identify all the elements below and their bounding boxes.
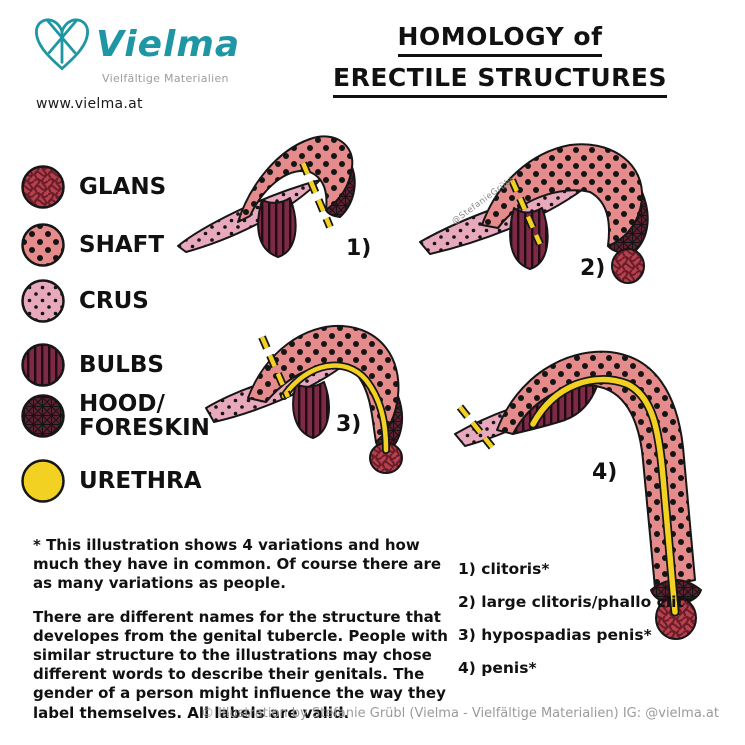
legend-item-hood-foreskin: HOOD/ FORESKIN xyxy=(20,392,210,440)
notes-block: * This illustration shows 4 variations a… xyxy=(33,536,451,737)
hood-foreskin-swatch-icon xyxy=(21,394,65,438)
crus-swatch-icon xyxy=(21,279,65,323)
brand-url: www.vielma.at xyxy=(36,96,143,112)
bulbs-swatch-icon xyxy=(21,343,65,387)
legend-item-bulbs: BULBS xyxy=(20,342,164,388)
glans-swatch-icon xyxy=(21,165,65,209)
variation-label-1: 1) clitoris* xyxy=(458,560,550,578)
legend-item-crus: CRUS xyxy=(20,278,149,324)
brand-block: Vielma Vielfältige Materialien www.vielm… xyxy=(30,8,260,118)
legend-label-crus: CRUS xyxy=(79,287,149,314)
figure-1-number: 1) xyxy=(346,236,372,261)
legend-item-urethra: URETHRA xyxy=(20,458,202,504)
legend-label-glans: GLANS xyxy=(79,173,167,200)
figure-2-number: 2) xyxy=(580,256,606,281)
vielma-heart-logo-icon xyxy=(34,18,90,71)
legend-item-glans: GLANS xyxy=(20,164,166,210)
notes-paragraph-1: * This illustration shows 4 variations a… xyxy=(33,536,442,593)
shaft-swatch-icon xyxy=(21,223,65,267)
variation-list: 1) clitoris* 2) large clitoris/phallo cl… xyxy=(458,560,728,692)
legend-label-urethra: URETHRA xyxy=(79,467,202,494)
page-title-line1: HOMOLOGY of xyxy=(397,22,603,57)
figure-4-illustration xyxy=(454,350,702,640)
variation-label-3: 3) hypospadias penis* xyxy=(458,626,652,644)
legend-item-shaft: SHAFT xyxy=(20,222,164,268)
urethra-swatch-icon xyxy=(21,459,65,503)
legend-label-shaft: SHAFT xyxy=(79,231,165,258)
figure-1-illustration xyxy=(177,135,356,258)
figure-2-illustration xyxy=(419,143,649,284)
brand-name: Vielma xyxy=(96,24,241,65)
figure-3-number: 3) xyxy=(336,412,362,437)
variation-label-2: 2) large clitoris/phallo clit* xyxy=(458,593,692,611)
variation-label-4: 4) penis* xyxy=(458,659,537,677)
legend-label-bulbs: BULBS xyxy=(79,351,164,378)
notes-paragraph-2: There are different names for the struct… xyxy=(33,607,448,722)
brand-subtitle: Vielfältige Materialien xyxy=(102,72,229,85)
page-title: HOMOLOGY of ERECTILE STRUCTURES xyxy=(320,22,680,104)
legend-label-hood-foreskin: HOOD/ FORESKIN xyxy=(79,391,210,442)
figure-3-illustration xyxy=(205,324,404,474)
figure-4-number: 4) xyxy=(592,460,618,485)
credit-line: © Illustration by Stefanie Grübl (Vielma… xyxy=(201,706,719,721)
page-title-line2: ERECTILE STRUCTURES xyxy=(333,63,667,98)
